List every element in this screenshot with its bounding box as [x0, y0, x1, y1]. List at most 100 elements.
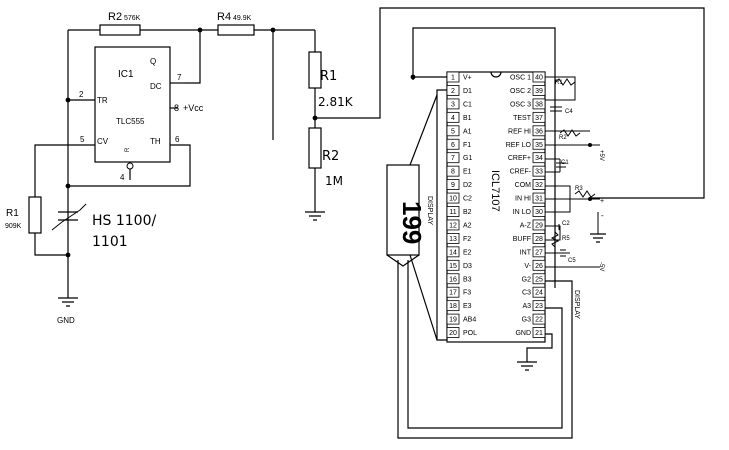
icl-right-pin-num-34: 34 — [535, 155, 543, 162]
icl-right-pin-name-35: REF LO — [506, 142, 532, 149]
display-bus-left — [436, 89, 447, 341]
ground-symbol-in — [590, 233, 606, 243]
icl-right-pin-name-24: C3 — [522, 290, 531, 297]
icl-left-pin-box-19 — [446, 313, 460, 325]
icl-right-pin-box-21 — [532, 327, 546, 338]
icl-left-pin-num-12: 12 — [449, 222, 457, 229]
icl-left-pin-box-1 — [446, 71, 460, 83]
r1-divider-ref: R1 — [320, 69, 337, 84]
junction-inhi — [588, 197, 592, 201]
ic1-pin5-num: 5 — [80, 135, 85, 144]
icl7107-body — [446, 71, 546, 343]
icl-right-pin-name-29: A-Z — [520, 222, 532, 229]
icl-right-pin-num-37: 37 — [535, 115, 543, 122]
ic1-pin-cv: CV — [97, 137, 109, 146]
sensor-label-2: 1101 — [92, 234, 128, 250]
icl-right-pin-name-25: G2 — [522, 276, 531, 283]
icl-left-pin-name-10: C2 — [463, 196, 472, 203]
icl-right-pin-name-31: IN HI — [515, 196, 531, 203]
icl-left-pin-name-5: A1 — [463, 128, 472, 135]
sensor-capacitor — [58, 211, 78, 221]
caz-label: C2 — [562, 221, 570, 227]
icl-right-pin-num-35: 35 — [535, 142, 543, 149]
supply-pos: +5V — [598, 150, 604, 161]
icl-right-pin-box-37 — [532, 111, 546, 123]
wire-cref — [545, 158, 561, 173]
icl-right-pin-name-22: G3 — [522, 317, 531, 324]
icl-left-pin-name-1: V+ — [463, 75, 472, 82]
icl-left-pin-num-6: 6 — [451, 142, 455, 149]
capacitor-cosc — [550, 106, 562, 112]
icl-left-pin-num-1: 1 — [451, 75, 455, 82]
display-bus-right-outer — [397, 260, 573, 439]
r4-value: 49.9K — [233, 15, 252, 22]
wire-pin6 — [68, 144, 191, 187]
icl-right-pin-num-31: 31 — [535, 196, 543, 203]
ground-symbol-icl — [517, 361, 537, 371]
resistor-rin — [574, 190, 596, 198]
icl-right-pin-num-28: 28 — [535, 236, 543, 243]
rosc-label: R1 — [555, 80, 563, 86]
icl-right-pin-box-29 — [532, 219, 546, 231]
sensor-arrow — [51, 203, 87, 231]
icl-left-pin-name-11: B2 — [463, 209, 472, 216]
icl-right-pin-box-28 — [532, 232, 546, 244]
icl-right-pin-num-24: 24 — [535, 290, 543, 297]
icl-right-pin-box-35 — [532, 138, 546, 150]
icl-left-pin-num-19: 19 — [449, 317, 457, 324]
ic1-ref: IC1 — [118, 69, 134, 80]
input-plus: + — [600, 198, 604, 205]
icl-left-pin-name-4: B1 — [463, 115, 472, 122]
icl-left-pin-num-3: 3 — [451, 101, 455, 108]
icl-left-pin-box-16 — [446, 273, 460, 285]
icl-right-pin-name-26: V- — [524, 263, 531, 270]
ic1-q: Q — [150, 57, 156, 66]
icl-right-pin-box-23 — [532, 300, 546, 312]
icl-right-pin-box-24 — [532, 286, 546, 298]
icl-left-pin-box-17 — [446, 286, 460, 298]
wire-osc — [545, 76, 576, 101]
wire-pin5 — [34, 144, 95, 197]
icl-left-pin-num-16: 16 — [449, 276, 457, 283]
cosc-label: C4 — [565, 109, 573, 115]
icl-left-pin-num-15: 15 — [449, 263, 457, 270]
wire-ref — [545, 130, 600, 146]
divider-section: R1 2.81K R2 1M — [305, 7, 705, 221]
icl-right-pin-num-32: 32 — [535, 182, 543, 189]
icl-right-pin-box-38 — [532, 98, 546, 110]
rin-label: R3 — [575, 186, 583, 192]
icl-left-pin-num-2: 2 — [451, 88, 455, 95]
display-bus-fan — [409, 94, 438, 341]
resistor-r1-left — [28, 196, 42, 234]
cint-label: C5 — [568, 258, 576, 264]
resistor-r2-divider — [308, 127, 322, 169]
icl-left-pin-box-9 — [446, 179, 460, 191]
wire-az — [545, 225, 561, 241]
icl-right-pin-box-39 — [532, 85, 546, 96]
ic1-pin-reset: R — [125, 147, 131, 152]
junction-ref — [588, 143, 592, 147]
display-bus-right-inner — [407, 260, 563, 429]
icl7107-part: ICL7107 — [489, 170, 501, 212]
rref-label: R2 — [559, 135, 567, 141]
icl-right-pin-name-28: BUFF — [513, 236, 531, 243]
icl-left-pin-name-19: AB4 — [463, 317, 476, 324]
icl-left-pin-box-4 — [446, 111, 460, 123]
icl-right-pin-name-23: A3 — [522, 303, 531, 310]
resistor-r4 — [217, 24, 255, 36]
ic1-pin-dc: DC — [150, 82, 162, 91]
wire-divider-out — [315, 7, 705, 199]
display-body — [386, 164, 420, 256]
icl-right-pin-num-33: 33 — [535, 169, 543, 176]
ground-symbol-divider — [305, 211, 325, 221]
wire-dc — [185, 30, 201, 84]
display-pointer — [386, 254, 420, 267]
ic1-pin8-num: 8 — [174, 103, 179, 113]
icl-right-pin-num-25: 25 — [535, 276, 543, 283]
ic1-pin-th: TH — [150, 137, 161, 146]
capacitor-cref — [556, 162, 566, 168]
icl-left-pin-num-7: 7 — [451, 155, 455, 162]
icl-left-pin-name-8: E1 — [463, 169, 472, 176]
